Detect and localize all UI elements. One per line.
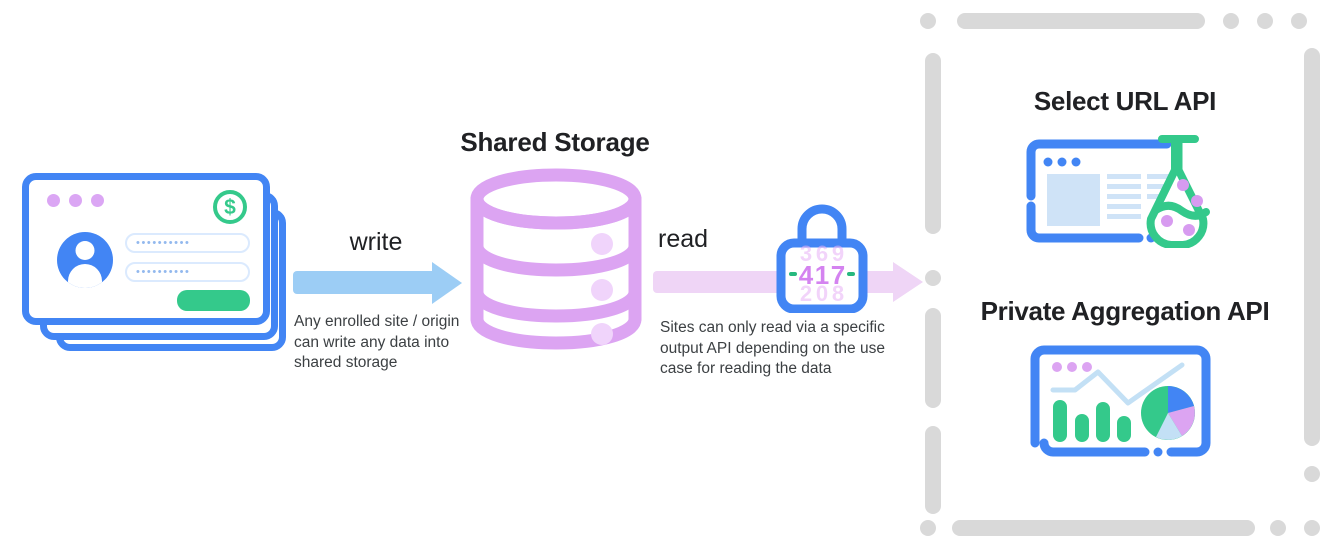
svg-text:3: 3 <box>800 241 812 266</box>
svg-text:8: 8 <box>832 281 844 306</box>
output-apis-container <box>920 8 1325 548</box>
browser-card-front: $ •••••••••• •••••••••• <box>22 173 270 325</box>
password-field[interactable]: •••••••••• <box>125 262 250 282</box>
select-url-api-title: Select URL API <box>1033 86 1217 116</box>
source-sites-illustration: $ •••••••••• •••••••••• <box>14 165 304 360</box>
browser-with-flask-icon <box>965 133 1285 248</box>
write-arrow-head-icon <box>432 262 462 304</box>
write-description: Any enrolled site / origin can write any… <box>294 313 460 372</box>
panel-border-dash <box>925 426 941 514</box>
submit-button[interactable] <box>177 290 250 311</box>
avatar <box>57 232 113 288</box>
svg-text:0: 0 <box>816 281 828 306</box>
panel-border-dot <box>920 520 936 536</box>
avatar-body <box>68 264 102 288</box>
avatar-head <box>75 241 95 260</box>
lock-digit-1: 4 <box>799 260 814 290</box>
storage-indicator-dot <box>591 279 613 301</box>
read-label: read <box>658 225 709 253</box>
panel-border-dot <box>1270 520 1286 536</box>
window-dots-group <box>47 194 104 207</box>
panel-border-dot <box>1304 466 1320 482</box>
panel-border-dash <box>925 308 941 408</box>
panel-border-dash <box>925 53 941 234</box>
window-dot-icon <box>69 194 82 207</box>
select-url-api-block: Select URL API <box>965 86 1285 248</box>
lock-digit-3: 7 <box>831 260 845 290</box>
username-field[interactable]: •••••••••• <box>125 233 250 253</box>
lock-digit-2: 1 <box>815 260 829 290</box>
page-title: Shared Storage <box>460 127 650 157</box>
svg-text:9: 9 <box>832 241 844 266</box>
storage-indicator-dot <box>591 323 613 345</box>
private-aggregation-api-block: Private Aggregation API <box>965 296 1285 463</box>
panel-border-dot <box>1304 520 1320 536</box>
panel-border-dash <box>1304 48 1320 446</box>
write-arrow-shaft <box>293 271 438 294</box>
panel-border-dot <box>1257 13 1273 29</box>
panel-border-dash <box>952 520 1255 536</box>
read-arrow-head-icon <box>893 262 923 302</box>
dashboard-charts-icon <box>965 343 1285 463</box>
write-label: write <box>349 228 403 256</box>
svg-text:2: 2 <box>800 281 812 306</box>
private-aggregation-api-title: Private Aggregation API <box>980 296 1270 326</box>
window-dot-icon <box>91 194 104 207</box>
database-cylinder-icon <box>470 168 642 350</box>
dollar-badge-icon: $ <box>213 190 247 224</box>
svg-text:6: 6 <box>816 241 828 266</box>
panel-border-dot <box>920 13 936 29</box>
panel-border-dot <box>925 270 941 286</box>
panel-border-dot <box>1291 13 1307 29</box>
read-description: Sites can only read via a specific outpu… <box>660 319 885 378</box>
storage-indicator-dot <box>591 233 613 255</box>
window-dot-icon <box>47 194 60 207</box>
panel-border-dot <box>1223 13 1239 29</box>
panel-border-dash <box>957 13 1205 29</box>
